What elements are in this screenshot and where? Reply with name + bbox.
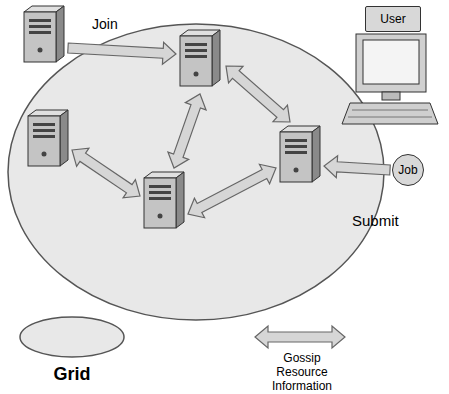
keyboard [342,103,438,124]
drive-slot [149,191,171,194]
legend-grid-sample [20,317,124,357]
join-label: Join [92,16,118,32]
monitor-screen [363,40,419,84]
power-button [294,168,299,173]
submit-label: Submit [352,212,399,229]
gossip-arrow [183,158,281,223]
servers [24,6,320,228]
drive-slot [185,49,207,52]
drive-slot [33,135,55,138]
server-front [180,36,212,86]
legend-text: Grid [17,364,127,385]
drive-slot [285,145,307,148]
monitor-stand [382,92,400,100]
server-side [176,172,184,228]
power-button [194,72,199,77]
gossip-arrow [66,141,146,205]
drive-slot [149,197,171,200]
drive-slot [185,43,207,46]
server-icon [28,110,68,166]
server-front [144,178,176,228]
node-text: Job [398,163,417,177]
node-text: User [380,12,405,26]
gossip-arrow [219,58,297,131]
user-computer [342,34,438,124]
job-circle: Job [392,154,424,186]
gossip-arrow [164,90,211,171]
user-label-box: User [365,6,421,32]
drive-slot [29,31,51,34]
flow-arrow [323,155,390,181]
power-button [38,48,43,53]
power-button [42,152,47,157]
grid-region [8,24,384,320]
server-icon [280,126,320,182]
server-icon [24,6,64,62]
drive-slot [285,151,307,154]
flow-arrow [67,37,176,65]
server-front [28,116,60,166]
drive-slot [33,129,55,132]
legend-text: Gossip Resource Information [265,352,339,393]
gossip-arrow [255,326,345,348]
block-arrows [66,37,391,348]
server-front [24,12,56,62]
drive-slot [29,25,51,28]
server-side [312,126,320,182]
server-side [56,6,64,62]
power-button [158,214,163,219]
server-front [280,132,312,182]
drive-slot [33,123,55,126]
drive-slot [285,139,307,142]
server-icon [180,30,220,86]
keyboard-keys [348,117,432,118]
server-side [212,30,220,86]
drive-slot [185,55,207,58]
drive-slot [149,185,171,188]
server-side [60,110,68,166]
keyboard-keys [352,110,428,111]
server-icon [144,172,184,228]
drive-slot [29,19,51,22]
monitor [356,34,426,92]
